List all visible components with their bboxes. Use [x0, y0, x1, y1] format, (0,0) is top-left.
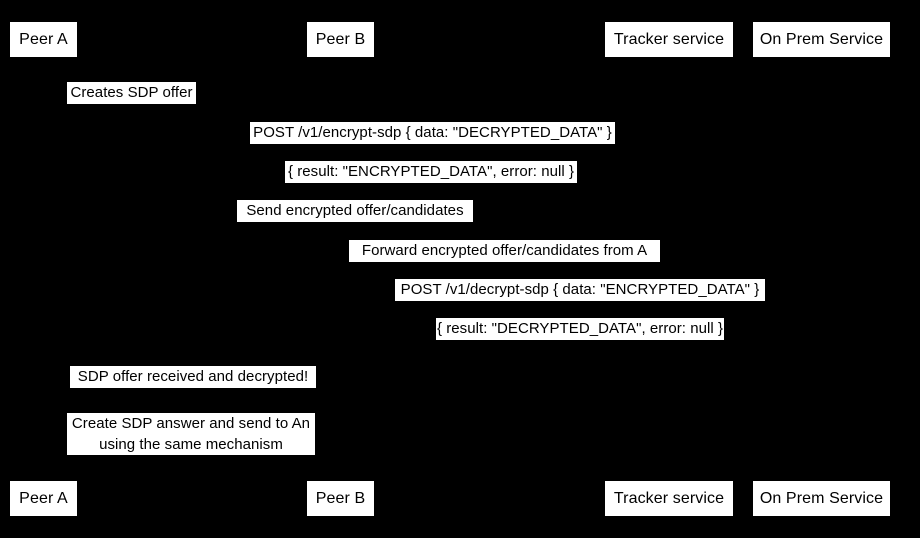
lifeline-header-peer-a[interactable]: Peer A — [10, 22, 77, 57]
lifeline-header-on-prem-service[interactable]: On Prem Service — [753, 22, 890, 57]
message-create-sdp-answer: Create SDP answer and send to An using t… — [67, 413, 315, 455]
message-send-encrypted-offer: Send encrypted offer/candidates — [237, 200, 473, 222]
message-forward-encrypted-offer: Forward encrypted offer/candidates from … — [349, 240, 660, 262]
lifeline-footer-peer-a[interactable]: Peer A — [10, 481, 77, 516]
lifeline-footer-peer-b[interactable]: Peer B — [307, 481, 374, 516]
message-create-sdp-answer-line2: using the same mechanism — [99, 436, 283, 453]
message-creates-sdp-offer: Creates SDP offer — [67, 82, 196, 104]
message-create-sdp-answer-line1: Create SDP answer and send to An — [71, 415, 311, 432]
message-post-encrypt-sdp: POST /v1/encrypt-sdp { data: "DECRYPTED_… — [250, 122, 615, 144]
lifeline-footer-tracker-service[interactable]: Tracker service — [605, 481, 733, 516]
message-sdp-offer-received: SDP offer received and decrypted! — [70, 366, 316, 388]
message-decrypt-sdp-result: { result: "DECRYPTED_DATA", error: null … — [436, 318, 724, 340]
message-post-decrypt-sdp: POST /v1/decrypt-sdp { data: "ENCRYPTED_… — [395, 279, 765, 301]
message-encrypt-sdp-result: { result: "ENCRYPTED_DATA", error: null … — [285, 161, 577, 183]
lifeline-header-peer-b[interactable]: Peer B — [307, 22, 374, 57]
lifeline-footer-on-prem-service[interactable]: On Prem Service — [753, 481, 890, 516]
lifeline-header-tracker-service[interactable]: Tracker service — [605, 22, 733, 57]
